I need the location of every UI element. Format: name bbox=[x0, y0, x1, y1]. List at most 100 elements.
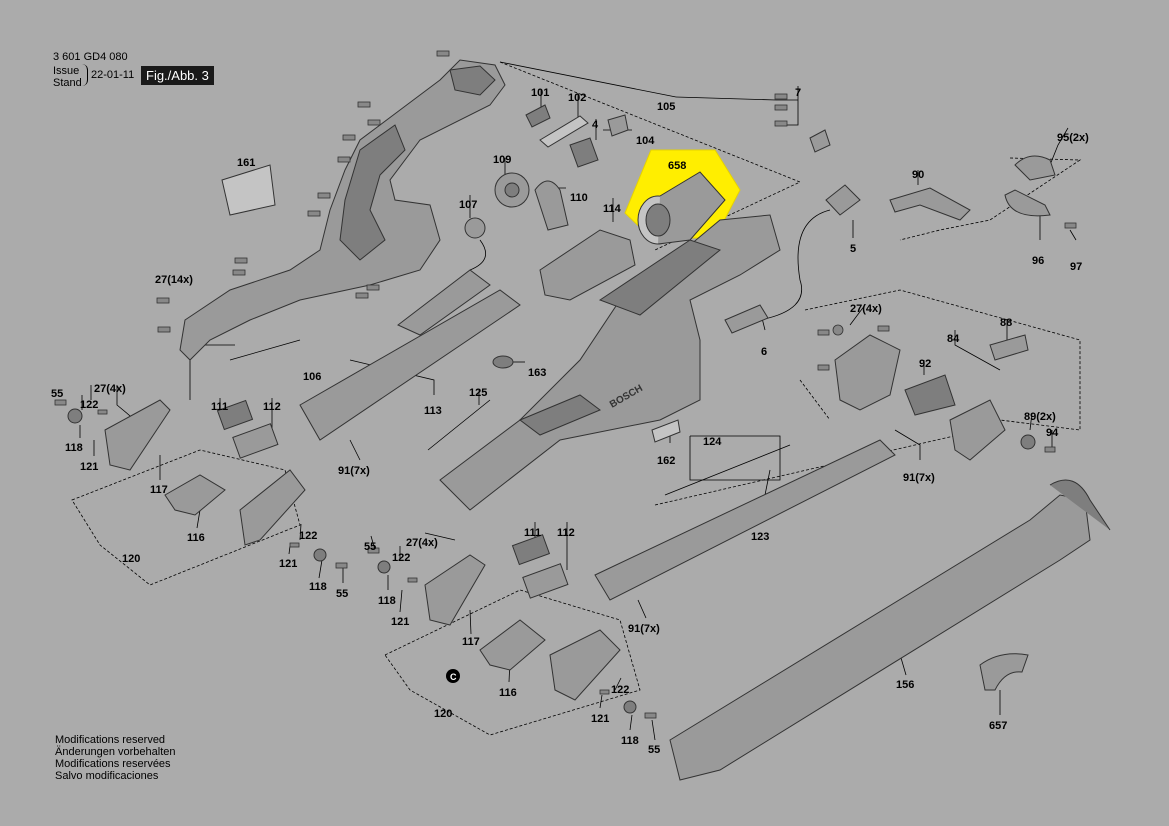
part-label-95: 95(2x) bbox=[1057, 132, 1089, 144]
part-end-cap-b bbox=[549, 629, 621, 701]
part-label-156: 156 bbox=[896, 679, 914, 691]
part-106-handle-housing bbox=[179, 59, 506, 361]
part-label-5: 5 bbox=[850, 243, 856, 255]
part-117-housing-b bbox=[424, 554, 486, 626]
part-657 bbox=[979, 653, 1029, 691]
screws-27-left bbox=[156, 50, 450, 333]
part-6-cable bbox=[759, 209, 831, 321]
part-label-118c: 118 bbox=[378, 595, 396, 607]
part-label-94: 94 bbox=[1046, 427, 1059, 439]
part-label-114: 114 bbox=[603, 203, 622, 215]
part-118-washer-d bbox=[623, 700, 637, 714]
part-84-housing bbox=[834, 334, 901, 411]
part-94-screw bbox=[1044, 446, 1056, 453]
screws-27-right bbox=[817, 324, 890, 371]
part-label-121a: 121 bbox=[80, 461, 98, 473]
part-label-88: 88 bbox=[1000, 317, 1012, 329]
part-113-tube bbox=[299, 289, 521, 441]
part-111-a bbox=[216, 399, 254, 431]
part-label-122d: 122 bbox=[611, 684, 629, 696]
part-118-washer-c bbox=[377, 560, 391, 574]
part-end-cap-right bbox=[949, 399, 1006, 461]
part-111-b bbox=[511, 534, 551, 566]
footer-modifications-fr: Modifications reservées bbox=[55, 758, 171, 770]
part-114 bbox=[539, 229, 636, 301]
footer-modifications-en: Modifications reserved bbox=[55, 734, 166, 746]
issue-brace bbox=[82, 64, 88, 86]
part-label-112b: 112 bbox=[557, 527, 575, 539]
part-label-55d: 55 bbox=[648, 744, 660, 756]
part-label-122b: 122 bbox=[299, 530, 317, 542]
part-label-121d: 121 bbox=[591, 713, 609, 725]
part-label-118a: 118 bbox=[65, 442, 83, 454]
part-label-91a: 91(7x) bbox=[338, 465, 370, 477]
part-label-96: 96 bbox=[1032, 255, 1044, 267]
part-97-screw bbox=[1064, 222, 1077, 229]
figure-label: Fig./Abb. 3 bbox=[141, 66, 214, 85]
part-label-4: 4 bbox=[592, 119, 599, 131]
part-label-124: 124 bbox=[703, 436, 722, 448]
part-161-label-plate bbox=[221, 164, 276, 216]
document-number: 3 601 GD4 080 bbox=[53, 51, 128, 63]
part-90 bbox=[889, 187, 971, 221]
part-label-163: 163 bbox=[528, 367, 546, 379]
part-label-117a: 117 bbox=[150, 484, 168, 496]
part-96 bbox=[1004, 189, 1051, 217]
part-label-125: 125 bbox=[469, 387, 487, 399]
part-104 bbox=[607, 114, 629, 137]
footer-modifications-de: Änderungen vorbehalten bbox=[55, 746, 176, 758]
part-label-106: 106 bbox=[303, 371, 321, 383]
part-label-120b: 120 bbox=[434, 708, 452, 720]
part-label-111b: 111 bbox=[524, 527, 541, 539]
parts: BOSCH bbox=[54, 50, 1111, 781]
assembly-outlines bbox=[71, 61, 1082, 736]
part-label-117b: 117 bbox=[462, 636, 480, 648]
part-label-110: 110 bbox=[570, 192, 588, 204]
part-label-657: 657 bbox=[989, 720, 1007, 732]
part-156-tube bbox=[669, 494, 1091, 781]
part-label-113: 113 bbox=[424, 405, 442, 417]
part-label-104: 104 bbox=[636, 135, 655, 147]
part-107-motor bbox=[464, 217, 486, 239]
part-7-bracket bbox=[809, 129, 831, 153]
part-4-switch bbox=[569, 137, 599, 168]
screws-55-b bbox=[367, 547, 657, 719]
part-label-111a: 111 bbox=[211, 401, 228, 413]
part-label-121c: 121 bbox=[391, 616, 409, 628]
part-89-washer bbox=[1020, 434, 1036, 450]
part-battery-holder bbox=[397, 269, 491, 336]
part-label-107: 107 bbox=[459, 199, 477, 211]
part-162 bbox=[651, 419, 681, 443]
part-label-27c: 27(4x) bbox=[94, 383, 126, 395]
part-124-rod bbox=[664, 444, 791, 496]
part-label-27a: 27(14x) bbox=[155, 274, 193, 286]
part-110 bbox=[534, 180, 569, 231]
issue-label: Issue Stand bbox=[53, 65, 82, 89]
part-label-55b: 55 bbox=[336, 588, 348, 600]
part-5-plug bbox=[825, 184, 861, 216]
part-end-cap-a bbox=[239, 469, 306, 546]
part-101 bbox=[525, 104, 551, 128]
part-label-658: 658 bbox=[668, 160, 686, 172]
part-label-162: 162 bbox=[657, 455, 675, 467]
part-92 bbox=[904, 374, 956, 416]
part-116-b bbox=[479, 619, 546, 671]
part-label-122a: 122 bbox=[80, 399, 98, 411]
screws-55-a bbox=[54, 399, 348, 569]
part-label-118b: 118 bbox=[309, 581, 327, 593]
screws-7 bbox=[774, 93, 788, 127]
part-label-118d: 118 bbox=[621, 735, 639, 747]
part-label-91c: 91(7x) bbox=[628, 623, 660, 635]
part-88 bbox=[989, 334, 1029, 361]
part-label-7: 7 bbox=[795, 87, 801, 99]
part-label-109: 109 bbox=[493, 154, 511, 166]
part-label-92: 92 bbox=[919, 358, 931, 370]
part-112-a bbox=[232, 423, 279, 459]
part-118-washer-b bbox=[313, 548, 327, 562]
part-102 bbox=[539, 115, 589, 148]
part-label-97: 97 bbox=[1070, 261, 1082, 273]
part-label-27b: 27(4x) bbox=[850, 303, 882, 315]
part-label-121b: 121 bbox=[279, 558, 297, 570]
